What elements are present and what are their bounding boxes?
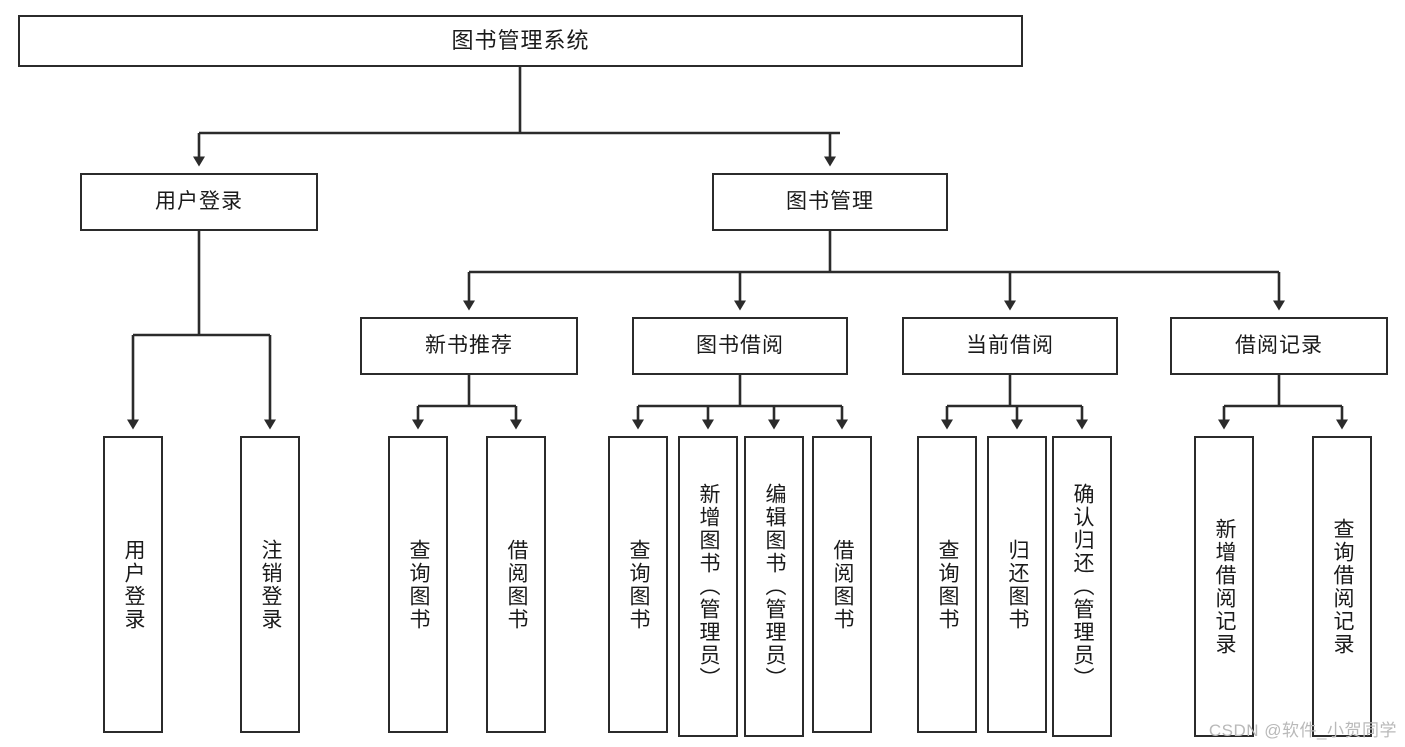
node-leaf-query-book-3[interactable]: 查询图书 bbox=[917, 436, 977, 733]
node-leaf-add-book[interactable]: 新增图书（管理员） bbox=[678, 436, 738, 737]
node-label: 查询图书 bbox=[627, 538, 651, 631]
node-label: 新增借阅记录 bbox=[1213, 517, 1237, 656]
node-label: 新书推荐 bbox=[425, 333, 513, 357]
watermark-text: CSDN @软件_小贺同学 bbox=[1208, 721, 1397, 740]
node-label: 归还图书 bbox=[1006, 538, 1030, 631]
node-leaf-add-record[interactable]: 新增借阅记录 bbox=[1194, 436, 1254, 737]
edge-root-to-level2 bbox=[193, 67, 840, 167]
node-leaf-return-book[interactable]: 归还图书 bbox=[987, 436, 1047, 733]
node-leaf-query-book-2[interactable]: 查询图书 bbox=[608, 436, 668, 733]
node-borrow-record[interactable]: 借阅记录 bbox=[1170, 317, 1388, 375]
edge-record-to-leaves bbox=[1218, 375, 1348, 430]
node-book-manage[interactable]: 图书管理 bbox=[712, 173, 948, 231]
node-label: 图书管理 bbox=[786, 189, 874, 213]
node-label: 确认归还（管理员） bbox=[1071, 483, 1095, 690]
node-label: 查询图书 bbox=[407, 538, 431, 631]
node-leaf-user-logout[interactable]: 注销登录 bbox=[240, 436, 300, 733]
node-label: 图书管理系统 bbox=[451, 28, 590, 54]
edge-borrow-to-leaves bbox=[632, 375, 848, 430]
edge-current-to-leaves bbox=[941, 375, 1088, 430]
node-leaf-borrow-book-1[interactable]: 借阅图书 bbox=[486, 436, 546, 733]
node-leaf-user-login[interactable]: 用户登录 bbox=[103, 436, 163, 733]
node-leaf-confirm-return[interactable]: 确认归还（管理员） bbox=[1052, 436, 1112, 737]
edge-bookmanage-to-level3 bbox=[463, 231, 1285, 311]
node-label: 借阅图书 bbox=[831, 538, 855, 631]
node-leaf-query-record[interactable]: 查询借阅记录 bbox=[1312, 436, 1372, 737]
node-book-borrow[interactable]: 图书借阅 bbox=[632, 317, 848, 375]
node-leaf-edit-book[interactable]: 编辑图书（管理员） bbox=[744, 436, 804, 737]
node-label: 借阅图书 bbox=[505, 538, 529, 631]
node-label: 新增图书（管理员） bbox=[697, 483, 721, 690]
node-leaf-query-book-1[interactable]: 查询图书 bbox=[388, 436, 448, 733]
node-label: 编辑图书（管理员） bbox=[763, 483, 787, 690]
node-new-book-recommend[interactable]: 新书推荐 bbox=[360, 317, 578, 375]
node-label: 查询图书 bbox=[936, 538, 960, 631]
node-label: 注销登录 bbox=[259, 538, 283, 631]
node-label: 图书借阅 bbox=[696, 333, 784, 357]
node-label: 借阅记录 bbox=[1235, 333, 1323, 357]
node-label: 用户登录 bbox=[122, 538, 146, 631]
node-label: 查询借阅记录 bbox=[1331, 517, 1355, 656]
edge-recommend-to-leaves bbox=[412, 375, 522, 430]
node-current-borrow[interactable]: 当前借阅 bbox=[902, 317, 1118, 375]
node-label: 当前借阅 bbox=[966, 333, 1054, 357]
node-root-system[interactable]: 图书管理系统 bbox=[18, 15, 1023, 67]
node-user-login[interactable]: 用户登录 bbox=[80, 173, 318, 231]
node-label: 用户登录 bbox=[155, 189, 243, 213]
edge-userlogin-to-leaves bbox=[127, 231, 276, 430]
node-leaf-borrow-book-2[interactable]: 借阅图书 bbox=[812, 436, 872, 733]
